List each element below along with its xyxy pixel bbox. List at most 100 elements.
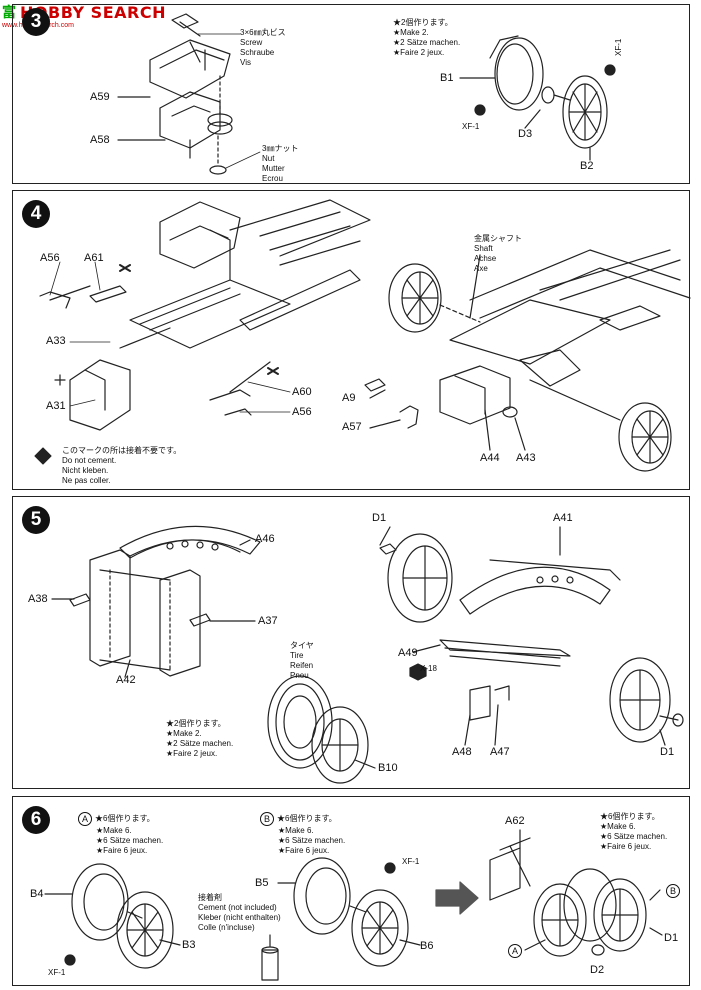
no-cement-note-de: Nicht kleben. [62, 466, 109, 475]
step4-right-chassis-drawing [364, 249, 691, 472]
part-label-a60: A60 [292, 386, 312, 398]
group-a-note-de: ★6 Sätze machen. [96, 836, 164, 845]
nut-note-en: Nut [262, 154, 275, 163]
group-a-note-ja: ★6個作ります。 [95, 814, 155, 824]
screw-note-fr: Vis [240, 58, 251, 67]
paint-label-x18: X-18 [420, 664, 437, 673]
step6-arrow-drawing [435, 881, 479, 915]
cement-note-en: Cement (not included) [198, 903, 277, 912]
group-b-note-en: ★Make 6. [278, 826, 314, 835]
part-label-a47: A47 [490, 746, 510, 758]
part-label-a43: A43 [516, 452, 536, 464]
group-b-note-fr: ★Faire 6 jeux. [278, 846, 330, 855]
step4-no-cement-note: このマークの所は接着不要です。 Do not cement. Nicht kle… [62, 446, 181, 486]
screw-note-en: Screw [240, 38, 263, 47]
paint-label-xf1-top: XF-1 [614, 38, 623, 56]
step5-make2-fr: ★Faire 2 jeux. [166, 749, 218, 758]
right-note-en: ★Make 6. [600, 822, 636, 831]
make2-note-de: ★2 Sätze machen. [393, 38, 461, 47]
part-label-a61: A61 [84, 252, 104, 264]
step5-make2-ja: ★2個作ります。 [166, 719, 226, 728]
step5-right-assembly-drawing [379, 526, 684, 746]
cement-note-de: Kleber (nicht enthalten) [198, 913, 281, 922]
step4-left-chassis-drawing [39, 199, 371, 431]
step6-right-note: ★6個作ります。 ★Make 6. ★6 Sätze machen. ★Fair… [600, 812, 667, 852]
make2-note-en: ★Make 2. [393, 28, 429, 37]
group-b-note-ja: ★6個作ります。 [277, 814, 337, 824]
step6-group-b-note: B★6個作ります。 ★Make 6. ★6 Sätze machen. ★Fai… [260, 812, 345, 856]
part-label-b2: B2 [580, 160, 594, 172]
part-label-a44: A44 [480, 452, 500, 464]
right-note-de: ★6 Sätze machen. [600, 832, 668, 841]
step3-badge: 3 [22, 8, 50, 36]
watermark-name: HOBBY SEARCH [20, 2, 166, 22]
part-label-a62: A62 [505, 815, 525, 827]
step6-cement-note: 接着剤 Cement (not included) Kleber (nicht … [198, 893, 281, 933]
step6-group-a-drawing [44, 863, 181, 969]
mark-b: B [666, 884, 680, 898]
step3-make2-note: ★2個作ります。 ★Make 2. ★2 Sätze machen. ★Fair… [393, 18, 460, 58]
step4-shaft-note: 金属シャフト Shaft Achse Axe [474, 234, 522, 274]
make2-note-fr: ★Faire 2 jeux. [393, 48, 445, 57]
right-note-ja: ★6個作ります。 [600, 812, 660, 821]
part-label-b1: B1 [440, 72, 454, 84]
make2-note-ja: ★2個作ります。 [393, 18, 453, 27]
step6-panel [12, 796, 690, 986]
part-label-a56-bottom: A56 [292, 406, 312, 418]
part-label-a59: A59 [90, 91, 110, 103]
part-label-a33: A33 [46, 335, 66, 347]
no-cement-marks [34, 264, 279, 465]
step5-left-frame-drawing [51, 525, 261, 678]
step3-nut-note: 3㎜ナット Nut Mutter Ecrou [262, 144, 298, 184]
tire-note-fr: Pneu [290, 671, 309, 680]
part-label-b4: B4 [30, 888, 44, 900]
part-label-d2: D2 [590, 964, 605, 976]
cement-note-ja: 接着剤 [198, 893, 222, 902]
step5-tire-note: タイヤ Tire Reifen Pneu [290, 641, 314, 681]
part-label-a31: A31 [46, 400, 66, 412]
step6-group-a-note: A★6個作ります。 ★Make 6. ★6 Sätze machen. ★Fai… [78, 812, 163, 856]
part-label-d3: D3 [518, 128, 533, 140]
step5-tire-drawing [267, 675, 376, 784]
paint-label-xf1-left: XF-1 [462, 122, 480, 131]
tire-note-de: Reifen [290, 661, 314, 670]
no-cement-note-en: Do not cement. [62, 456, 117, 465]
group-a-note-en: ★Make 6. [96, 826, 132, 835]
shaft-note-de: Achse [474, 254, 497, 263]
step6-group-b-drawing [261, 857, 421, 981]
group-b-note-de: ★6 Sätze machen. [278, 836, 346, 845]
step5-badge: 5 [22, 506, 50, 534]
no-cement-note-fr: Ne pas coller. [62, 476, 111, 485]
part-label-a56-top: A56 [40, 252, 60, 264]
group-b-mark: B [260, 812, 274, 826]
mark-a: A [508, 944, 522, 958]
group-a-mark: A [78, 812, 92, 826]
part-label-a57: A57 [342, 421, 362, 433]
part-label-b5: B5 [255, 877, 269, 889]
part-label-a48: A48 [452, 746, 472, 758]
cement-note-fr: Colle (n'incluse) [198, 923, 255, 932]
part-label-d1-step6: D1 [664, 932, 679, 944]
part-label-a41: A41 [553, 512, 573, 524]
part-label-a46: A46 [255, 533, 275, 545]
part-label-a9: A9 [342, 392, 356, 404]
tire-note-en: Tire [290, 651, 304, 660]
step5-panel [12, 496, 690, 789]
step6-badge: 6 [22, 806, 50, 834]
part-label-a49: A49 [398, 647, 418, 659]
nut-note-fr: Ecrou [262, 174, 283, 183]
step5-make2-note: ★2個作ります。 ★Make 2. ★2 Sätze machen. ★Fair… [166, 719, 233, 759]
step3-panel [12, 4, 690, 184]
part-label-d1-top: D1 [372, 512, 387, 524]
part-label-a38: A38 [28, 593, 48, 605]
nut-note-ja: 3㎜ナット [262, 144, 299, 153]
part-label-a37: A37 [258, 615, 278, 627]
group-a-note-fr: ★Faire 6 jeux. [96, 846, 148, 855]
tire-note-ja: タイヤ [290, 641, 314, 650]
right-note-fr: ★Faire 6 jeux. [600, 842, 652, 851]
screw-note-ja: 3×6㎜丸ビス [240, 28, 286, 37]
step3-bracket-drawing [117, 13, 261, 175]
part-label-b3: B3 [182, 939, 196, 951]
step4-left-leaders [49, 261, 291, 413]
part-label-b10: B10 [378, 762, 398, 774]
